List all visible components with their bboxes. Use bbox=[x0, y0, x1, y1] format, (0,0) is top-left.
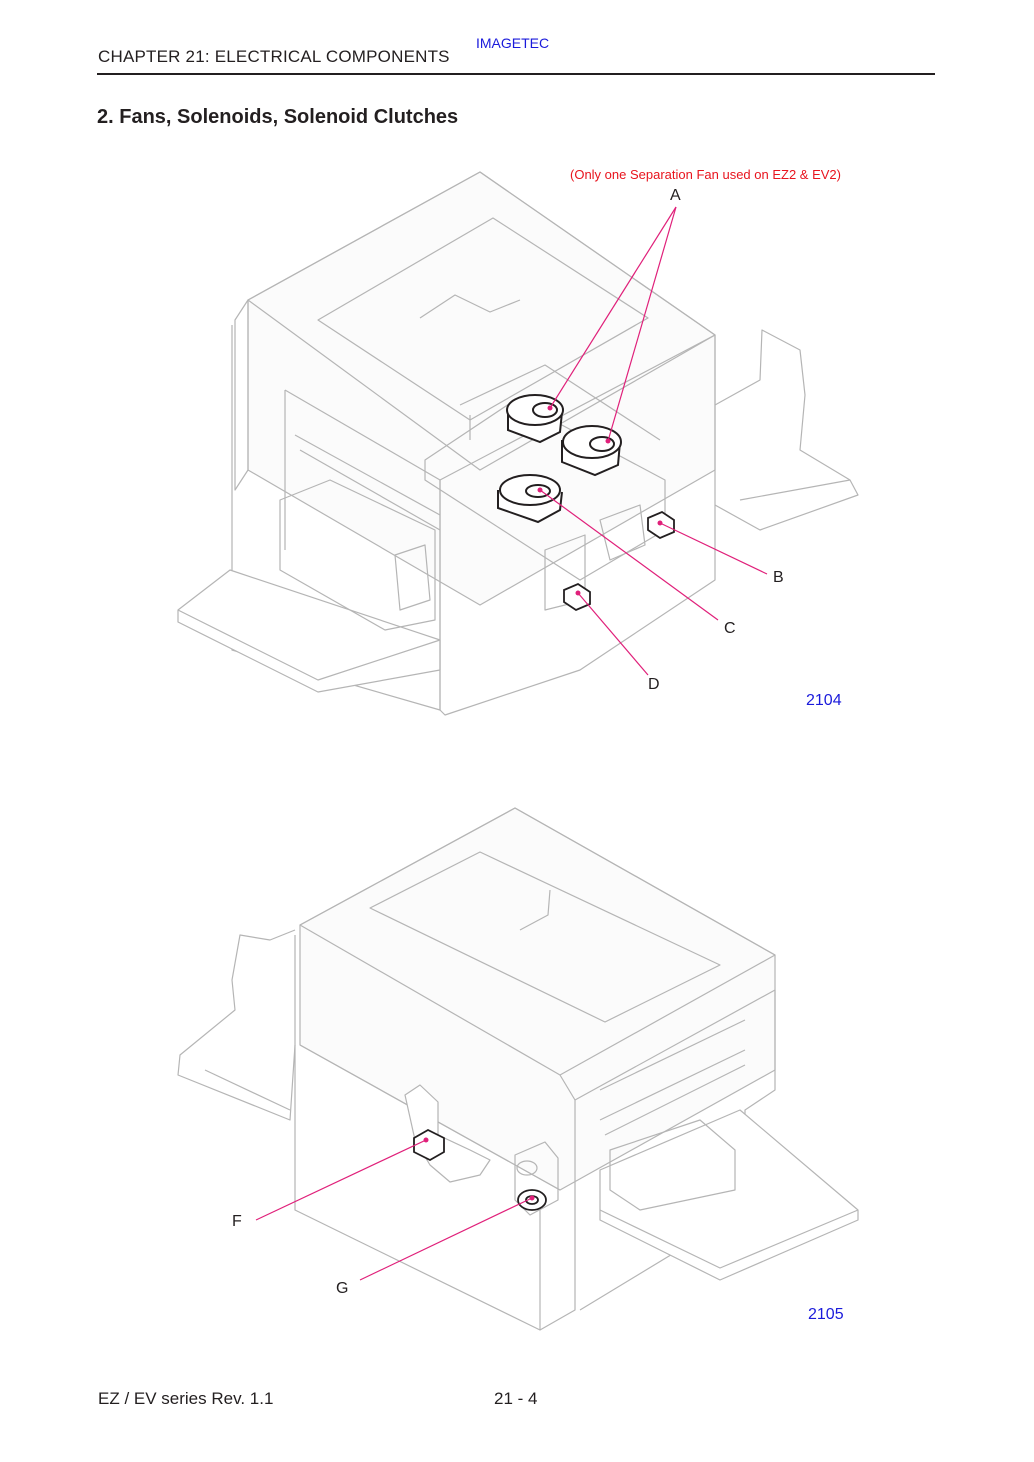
figure-2105: F G 2105 bbox=[177, 807, 859, 1331]
figure-2104: (Only one Separation Fan used on EZ2 & E… bbox=[177, 167, 859, 716]
machine-outline-rear bbox=[177, 807, 859, 1331]
solenoid-clutch-g bbox=[517, 1189, 547, 1211]
figure-number-2104: 2104 bbox=[806, 692, 842, 709]
footer-page-number: 21 - 4 bbox=[494, 1389, 538, 1408]
solenoid-d bbox=[563, 582, 591, 612]
fan-note: (Only one Separation Fan used on EZ2 & E… bbox=[570, 167, 841, 182]
separation-fan-1 bbox=[506, 394, 564, 444]
footer-series: EZ / EV series Rev. 1.1 bbox=[98, 1389, 274, 1408]
header-rule bbox=[97, 73, 935, 75]
label-d: D bbox=[648, 676, 660, 693]
label-f: F bbox=[232, 1213, 242, 1230]
leader-lines-fig1 bbox=[539, 206, 768, 676]
machine-outline-front bbox=[177, 171, 859, 716]
fan-c bbox=[497, 474, 563, 524]
chapter-heading: CHAPTER 21: ELECTRICAL COMPONENTS bbox=[98, 47, 450, 66]
label-c: C bbox=[724, 620, 736, 637]
section-title: 2. Fans, Solenoids, Solenoid Clutches bbox=[97, 106, 459, 128]
brand-label: IMAGETEC bbox=[476, 35, 550, 51]
label-g: G bbox=[336, 1280, 348, 1297]
separation-fan-2 bbox=[561, 425, 622, 477]
label-b: B bbox=[773, 569, 784, 586]
leader-lines-fig2 bbox=[255, 1139, 533, 1281]
figure-number-2105: 2105 bbox=[808, 1306, 844, 1323]
solenoid-f bbox=[413, 1128, 445, 1162]
solenoid-b bbox=[647, 510, 675, 540]
label-a: A bbox=[670, 187, 681, 204]
